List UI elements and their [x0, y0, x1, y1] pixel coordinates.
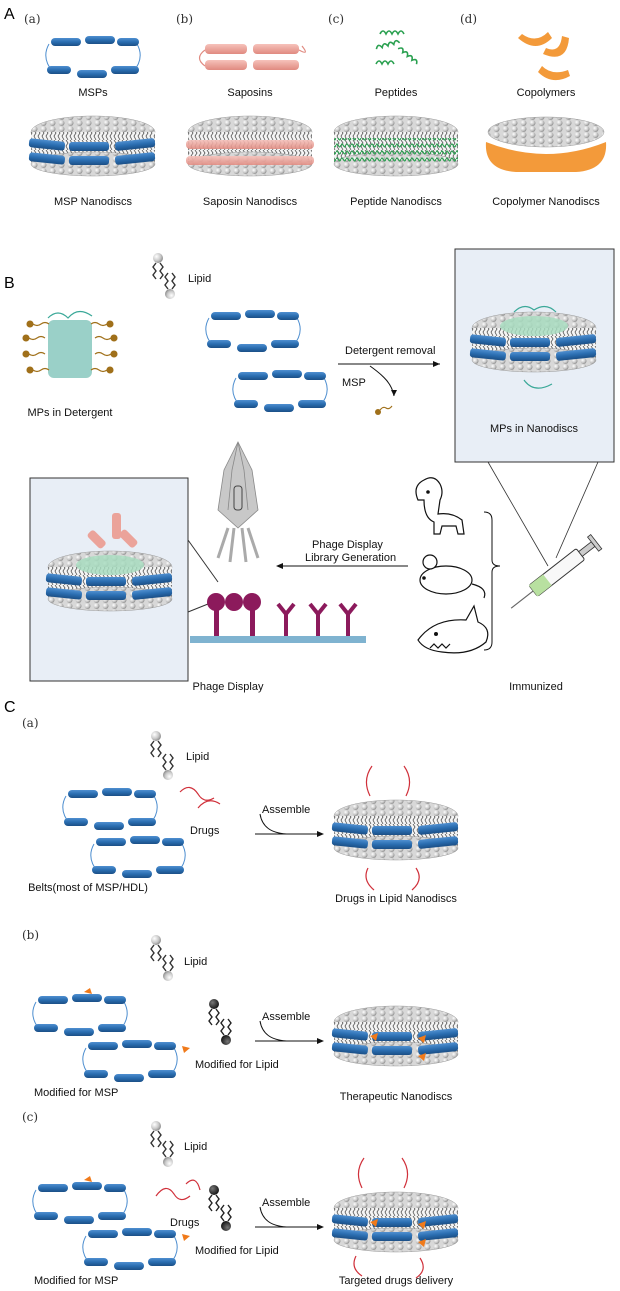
- label-drugs-c-c: Drugs: [170, 1217, 200, 1229]
- panel-b-letter: B: [4, 275, 15, 292]
- label-immunized: Immunized: [509, 681, 563, 693]
- label-belts: Belts(most of MSP/HDL): [28, 882, 148, 894]
- therapeutic-nanodisc: [331, 1005, 459, 1067]
- tag-c-a: (a): [22, 716, 39, 730]
- label-drugs-in-lipid-nanodiscs: Drugs in Lipid Nanodiscs: [335, 893, 457, 905]
- msp-ring-illustration: [45, 35, 141, 79]
- belt-c-b-bottom: [82, 1039, 178, 1083]
- panel-a-letter: A: [4, 6, 15, 23]
- label-lipid-b: Lipid: [188, 273, 211, 285]
- label-peptides: Peptides: [375, 87, 418, 99]
- mouse-icon: [419, 554, 486, 599]
- lipid-c-b-2: [162, 954, 174, 982]
- belt-c-b-top: [32, 993, 128, 1037]
- label-assemble-c-b: Assemble: [262, 1011, 310, 1023]
- drug-molecules-c-a: [179, 786, 221, 809]
- copolymer-nanodisc: [485, 116, 607, 172]
- peptide-nanodisc: [333, 115, 459, 177]
- label-saposin-nanodiscs: Saposin Nanodiscs: [203, 196, 298, 208]
- label-modified-lipid-c-c: Modified for Lipid: [195, 1245, 279, 1257]
- detergent-removal-arrow: [338, 361, 440, 415]
- phage-illustration: [216, 441, 260, 563]
- label-peptide-nanodiscs: Peptide Nanodiscs: [350, 196, 442, 208]
- belt-c-c-bottom: [82, 1227, 178, 1271]
- label-modified-msp-c-c: Modified for MSP: [34, 1275, 118, 1287]
- label-drugs-c-a: Drugs: [190, 825, 220, 837]
- label-lipid-c-b: Lipid: [184, 956, 207, 968]
- assemble-arrow-c-b: [255, 1020, 324, 1044]
- label-library-generation: Library Generation: [305, 552, 396, 564]
- phage-display-substrate: [190, 593, 366, 643]
- modified-lipid-c-b-2: [220, 1018, 232, 1046]
- tag-c-b: (b): [22, 928, 39, 942]
- label-saposins: Saposins: [227, 87, 273, 99]
- label-modified-msp-c-b: Modified for MSP: [34, 1087, 118, 1099]
- label-therapeutic-nanodiscs: Therapeutic Nanodiscs: [340, 1091, 453, 1103]
- panel-b: B MPs in Detergent Lipid M: [4, 248, 615, 693]
- panel-c: C (a) Lipid Drugs Belts(most of MSP/HDL)…: [4, 699, 459, 1287]
- label-phage-display-line1: Phage Display: [312, 539, 383, 551]
- mps-in-nanodiscs-illustration: [469, 305, 597, 389]
- drugs-in-lipid-nanodisc: [331, 765, 459, 891]
- belt-c-a-top: [62, 787, 158, 831]
- msp-belt-bottom: [232, 369, 328, 413]
- label-msp-nanodiscs: MSP Nanodiscs: [54, 196, 133, 208]
- label-msp: MSP: [342, 377, 366, 389]
- label-detergent-removal: Detergent removal: [345, 345, 436, 357]
- mps-in-detergent-illustration: [22, 310, 118, 378]
- tag-c-c: (c): [22, 1110, 38, 1124]
- modified-lipid-c-b-1: [208, 998, 220, 1026]
- msp-nanodisc: [28, 115, 156, 177]
- belt-c-c-top: [32, 1181, 128, 1225]
- tag-a-peptide: (c): [328, 12, 344, 26]
- targeted-drug-nanodisc: [331, 1157, 459, 1279]
- label-mps-in-detergent: MPs in Detergent: [28, 407, 113, 419]
- panel-a: A (a) (b) (c) (d) MSPs Saposins Peptides: [4, 6, 607, 208]
- label-mps-in-nanodiscs: MPs in Nanodiscs: [490, 423, 579, 435]
- drug-molecules-c-c: [155, 1179, 201, 1201]
- label-assemble-c-c: Assemble: [262, 1197, 310, 1209]
- lipid-c-c-1: [150, 1120, 162, 1148]
- label-targeted-drugs-delivery: Targeted drugs delivery: [339, 1275, 454, 1287]
- label-lipid-c-a: Lipid: [186, 751, 209, 763]
- saposin-illustration: [198, 44, 306, 70]
- tag-a-msp: (a): [24, 12, 41, 26]
- label-copolymer-nanodiscs: Copolymer Nanodiscs: [492, 196, 600, 208]
- label-assemble-c-a: Assemble: [262, 804, 310, 816]
- alpaca-icon: [415, 477, 465, 535]
- copolymer-illustration: [518, 32, 570, 81]
- lipid-molecules: [152, 252, 176, 300]
- label-modified-lipid-c-b: Modified for Lipid: [195, 1059, 279, 1071]
- tag-a-copolymer: (d): [460, 12, 477, 26]
- antibody-nanodisc-illustration: [45, 513, 173, 612]
- lipid-c-b-1: [150, 934, 162, 962]
- belt-c-a-bottom: [90, 835, 186, 879]
- tag-a-saposin: (b): [176, 12, 193, 26]
- modified-lipid-c-c-1: [208, 1184, 220, 1212]
- label-lipid-c-c: Lipid: [184, 1141, 207, 1153]
- label-copolymers: Copolymers: [517, 87, 576, 99]
- shark-icon: [417, 604, 489, 654]
- panel-c-letter: C: [4, 699, 16, 716]
- label-msps: MSPs: [78, 87, 108, 99]
- syringe-icon: [510, 534, 603, 609]
- lipid-c-a-2: [162, 753, 174, 781]
- label-phage-display: Phage Display: [193, 681, 264, 693]
- assemble-arrow-c-c: [255, 1206, 324, 1230]
- lipid-c-c-2: [162, 1140, 174, 1168]
- modified-lipid-c-c-2: [220, 1204, 232, 1232]
- assemble-arrow-c-a: [255, 813, 324, 837]
- lipid-c-a-1: [150, 730, 162, 758]
- saposin-nanodisc: [186, 115, 314, 177]
- peptide-illustration: [375, 30, 418, 66]
- msp-belt-top: [205, 309, 301, 353]
